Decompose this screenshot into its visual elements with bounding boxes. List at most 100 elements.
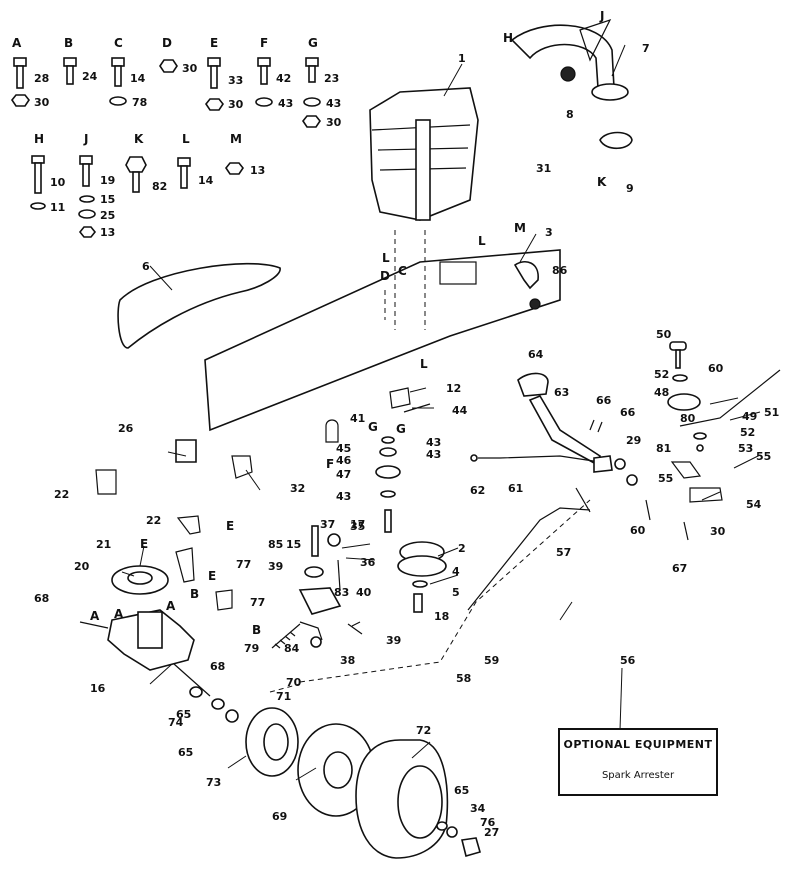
bolt-shank-shape [34,162,42,194]
part-callout: 16 [90,682,106,695]
ref-letter-g: G [396,422,406,436]
washer-shape [211,698,225,710]
part-callout: 65 [454,784,469,797]
washer-shape [381,436,395,444]
pin-shape [347,621,363,635]
bolt-head-shape [257,57,271,67]
frame-assembly [117,230,561,479]
part-callout: 69 [272,810,287,823]
pin-shape [470,454,478,462]
nut-shape [205,98,224,111]
controls-assembly [467,341,781,611]
washer-shape [310,636,322,648]
spacer-shape [327,533,341,547]
bolt-head-shape [63,57,77,67]
legend-f-part-2: 43 [278,97,293,110]
wheel-rim-shape [397,765,443,839]
drive-belt-shape [117,262,281,349]
ref-letter-l: L [478,234,486,248]
part-callout: 63 [554,386,569,399]
washer-shape [78,209,96,219]
part-callout: 17 [350,518,365,531]
legend-h-part-2: 11 [50,201,65,214]
ref-letter-g: G [368,420,378,434]
nut-shape [11,94,30,107]
linkage-assembly [271,387,447,649]
bolt-shank-shape [16,65,24,89]
bolt-head-shape [13,57,27,67]
ref-letter-m: M [514,221,526,235]
idler-link-shape [299,621,323,641]
part-callout: 48 [654,386,669,399]
legend-letter-a: A [12,36,22,50]
ref-letter-l: L [420,357,428,371]
bolt-shank-shape [82,163,90,187]
shaft-shape [675,349,681,369]
part-callout: 7 [642,42,650,55]
part-callout: 66 [620,406,636,419]
clip-shape [325,419,339,443]
legend-letter-j: J [83,132,88,146]
legend-f-part-1: 42 [276,72,291,85]
legend-c-part-2: 78 [132,96,147,109]
legend-e-part-1: 33 [228,74,243,87]
part-callout: 74 [168,716,184,729]
part-callout: 51 [764,406,779,419]
bolt-head-shape [305,57,319,67]
legend-letter-e: E [210,36,218,50]
legend-m-part-1: 13 [250,164,265,177]
nut-shape [302,115,321,128]
part-callout: 22 [54,488,69,501]
engine-assembly [369,18,633,221]
part-callout: 55 [756,450,771,463]
hub-cap-shape [461,837,481,857]
engine-shaft-shape [415,119,431,221]
legend-g-part-1: 23 [324,72,339,85]
legend-e-part-2: 30 [228,98,244,111]
part-callout: 38 [340,654,355,667]
part-callout: 79 [244,642,259,655]
part-callout: 72 [416,724,431,737]
wheel-hub-shape [323,751,353,789]
part-callout: 39 [268,560,283,573]
washer-shape [614,458,626,470]
part-callout: 62 [470,484,485,497]
part-callout: 64 [528,348,544,361]
washer-shape [672,374,688,382]
part-callout: 61 [508,482,523,495]
legend-letter-c: C [114,36,123,50]
legend-letter-k: K [134,132,144,146]
ref-letter-b: B [252,623,261,637]
bolt-shank-shape [308,65,316,83]
bolt-shank-shape [114,65,122,87]
legend-j-part-1: 19 [100,174,115,187]
leader-lines [121,44,761,781]
bracket-shape [593,455,613,473]
part-callout: 52 [740,426,755,439]
optional-equipment-title: OPTIONAL EQUIPMENT [563,738,713,751]
washer-shape [189,686,203,698]
ref-letter-l: L [382,251,390,265]
bolt-shape [384,509,392,533]
bracket-shape [175,439,197,463]
drive-pulley-shape [127,571,153,585]
ref-letter-c: C [398,264,407,278]
part-callout: 22 [146,514,161,527]
bolt-head-shape [177,157,191,167]
part-callout: 31 [536,162,551,175]
rod-shape [467,507,591,611]
legend-a-part-1: 28 [34,72,49,85]
part-callout: 57 [556,546,571,559]
legend-d-part-1: 30 [182,62,198,75]
axle-shape [79,621,109,629]
knob-shape [669,341,687,351]
part-callout: 27 [484,826,499,839]
idler-arm-shape [298,587,342,615]
elbow-pipe-shape [513,261,539,290]
bracket-shape [231,455,253,479]
legend-g-part-3: 30 [326,116,342,129]
ref-letter-b: B [190,587,199,601]
legend-letter-g: G [308,36,318,50]
part-callout: 54 [746,498,762,511]
nut-shape [560,66,576,82]
